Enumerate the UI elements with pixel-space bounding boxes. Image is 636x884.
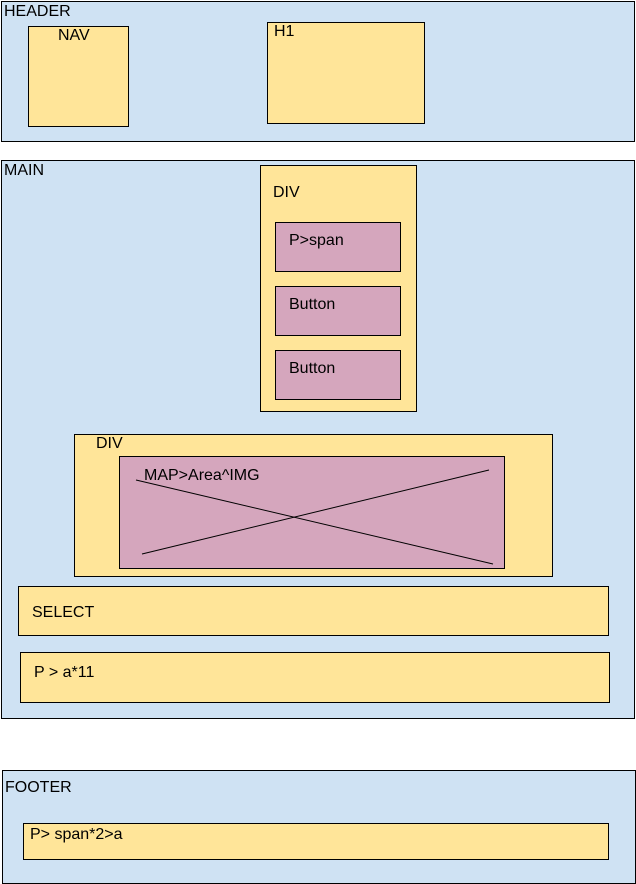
select-block: SELECT — [18, 586, 609, 636]
map-label: MAP>Area^IMG — [144, 467, 260, 484]
main-label: MAIN — [4, 162, 44, 179]
p-links-block: P > a*11 — [20, 652, 610, 703]
button-label-1: Button — [289, 296, 336, 313]
h1-block: H1 — [267, 22, 425, 124]
p-span-label: P>span — [289, 232, 344, 249]
nav-label: NAV — [58, 27, 90, 44]
header-label: HEADER — [4, 3, 71, 20]
p-span-block: P>span — [275, 222, 401, 272]
select-label: SELECT — [32, 604, 95, 621]
top-div-label: DIV — [273, 184, 300, 201]
p-spans-block: P> span*2>a — [23, 823, 609, 860]
cross-line-2 — [141, 469, 490, 555]
footer-label: FOOTER — [5, 779, 72, 796]
button-block-2: Button — [275, 350, 401, 400]
cross-line-1 — [135, 479, 494, 565]
h1-label: H1 — [274, 23, 295, 40]
button-label-2: Button — [289, 360, 336, 377]
p-links-label: P > a*11 — [34, 664, 95, 681]
map-div-label: DIV — [96, 435, 123, 452]
nav-block: NAV — [28, 26, 129, 127]
button-block-1: Button — [275, 286, 401, 336]
p-spans-label: P> span*2>a — [30, 826, 123, 843]
